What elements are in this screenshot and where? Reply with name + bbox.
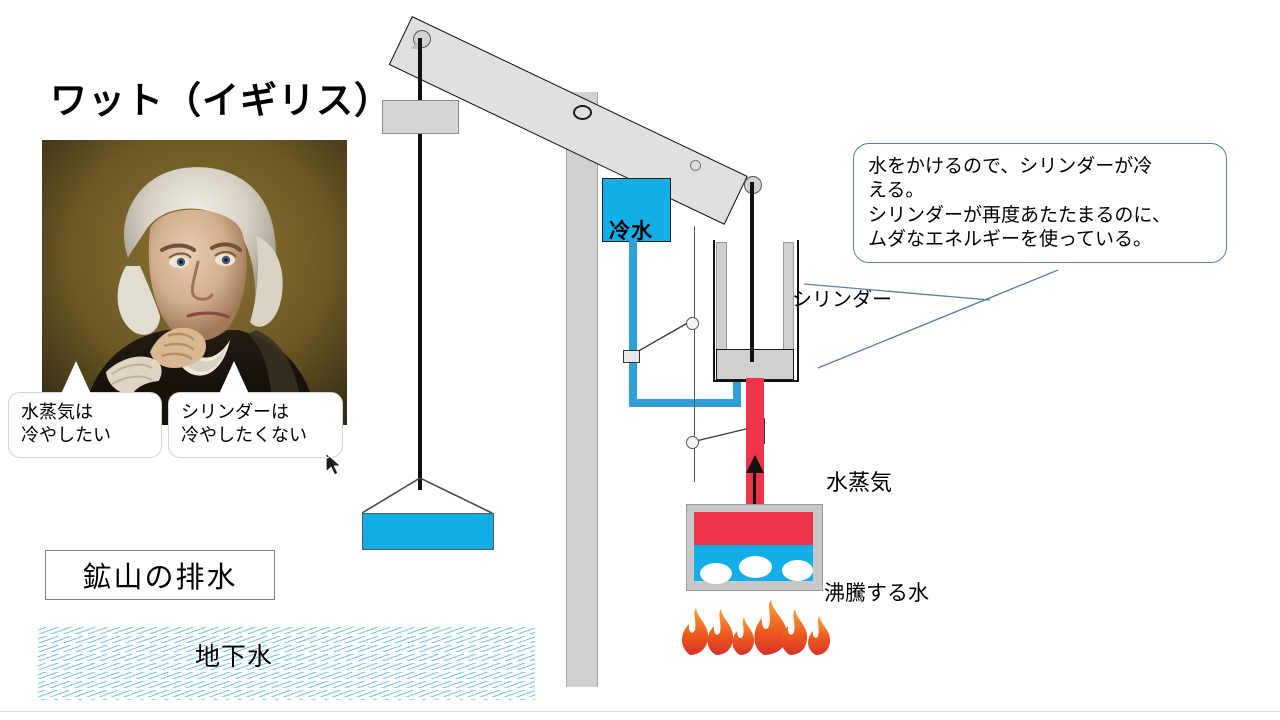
- explanation-callout-text: 水をかけるので、シリンダーが冷 える。 シリンダーが再度あたたまるのに、 ムダな…: [868, 155, 1171, 250]
- cylinder-piston: [716, 349, 794, 380]
- speech-bubble-steam: 水蒸気は 冷やしたい: [8, 361, 162, 458]
- groundwater-label: 地下水: [195, 642, 274, 671]
- beam-pivot-icon: [573, 105, 592, 120]
- cold-water-pipe-riser: [733, 371, 741, 403]
- mine-drainage-label: 鉱山の排水: [82, 560, 238, 594]
- bucket-sling-right: [420, 478, 493, 514]
- flame-icon: [681, 600, 831, 655]
- cold-water-pipe-horizontal: [629, 399, 741, 407]
- portrait-image: [42, 140, 347, 425]
- steam-flow-arrow-icon: [746, 455, 764, 473]
- cold-water-valve: [623, 350, 640, 363]
- boiler-steam-region: [694, 512, 813, 545]
- boiling-bubble-icon: [739, 556, 772, 578]
- boiling-bubble-icon: [782, 560, 813, 581]
- slide-bottom-rule: [0, 711, 1280, 712]
- valve-pin-lower-icon: [686, 436, 699, 449]
- valve-pin-upper-icon: [686, 317, 699, 330]
- engine-support-post: [566, 92, 598, 687]
- beam-left-pin-icon: [413, 30, 431, 48]
- bubble-tail-icon: [61, 361, 91, 394]
- callout-leader-lines: [803, 269, 1059, 369]
- steam-supply-pipe: [746, 378, 764, 510]
- speech-bubble-steam-text: 水蒸気は 冷やしたい: [21, 402, 111, 447]
- pump-rod: [418, 38, 422, 490]
- steam-label: 水蒸気: [826, 471, 893, 496]
- cold-water-pipe-vertical: [629, 240, 637, 404]
- speech-bubble-cylinder: シリンダーは 冷やしたくない: [168, 361, 343, 458]
- valve-linkage-lower: [691, 426, 755, 443]
- steam-flow-arrow-stem: [753, 470, 756, 518]
- cylinder-label: シリンダー: [792, 287, 892, 311]
- water-bucket: [362, 513, 494, 550]
- pump-counterweight: [382, 100, 459, 134]
- explanation-callout: 水をかけるので、シリンダーが冷 える。 シリンダーが再度あたたまるのに、 ムダな…: [853, 143, 1227, 264]
- bucket-sling-left: [362, 478, 421, 514]
- groundwater-separators: [38, 627, 535, 700]
- cold-water-tank-label: 冷水: [609, 219, 653, 243]
- beam-secondary-hole-icon: [690, 160, 701, 171]
- page-title: ワット（イギリス）: [50, 79, 392, 122]
- mouse-cursor-icon: [324, 452, 343, 476]
- bubble-tail-icon: [219, 361, 249, 394]
- boiling-bubble-icon: [700, 563, 732, 584]
- james-watt-portrait: [42, 140, 347, 425]
- valve-control-rod: [694, 226, 696, 482]
- piston-rod: [750, 182, 754, 362]
- mine-drainage-label-box: 鉱山の排水: [45, 550, 275, 600]
- boiling-water-label: 沸騰する水: [824, 581, 929, 605]
- speech-bubble-cylinder-text: シリンダーは 冷やしたくない: [181, 402, 307, 447]
- cold-water-tank: [602, 178, 671, 242]
